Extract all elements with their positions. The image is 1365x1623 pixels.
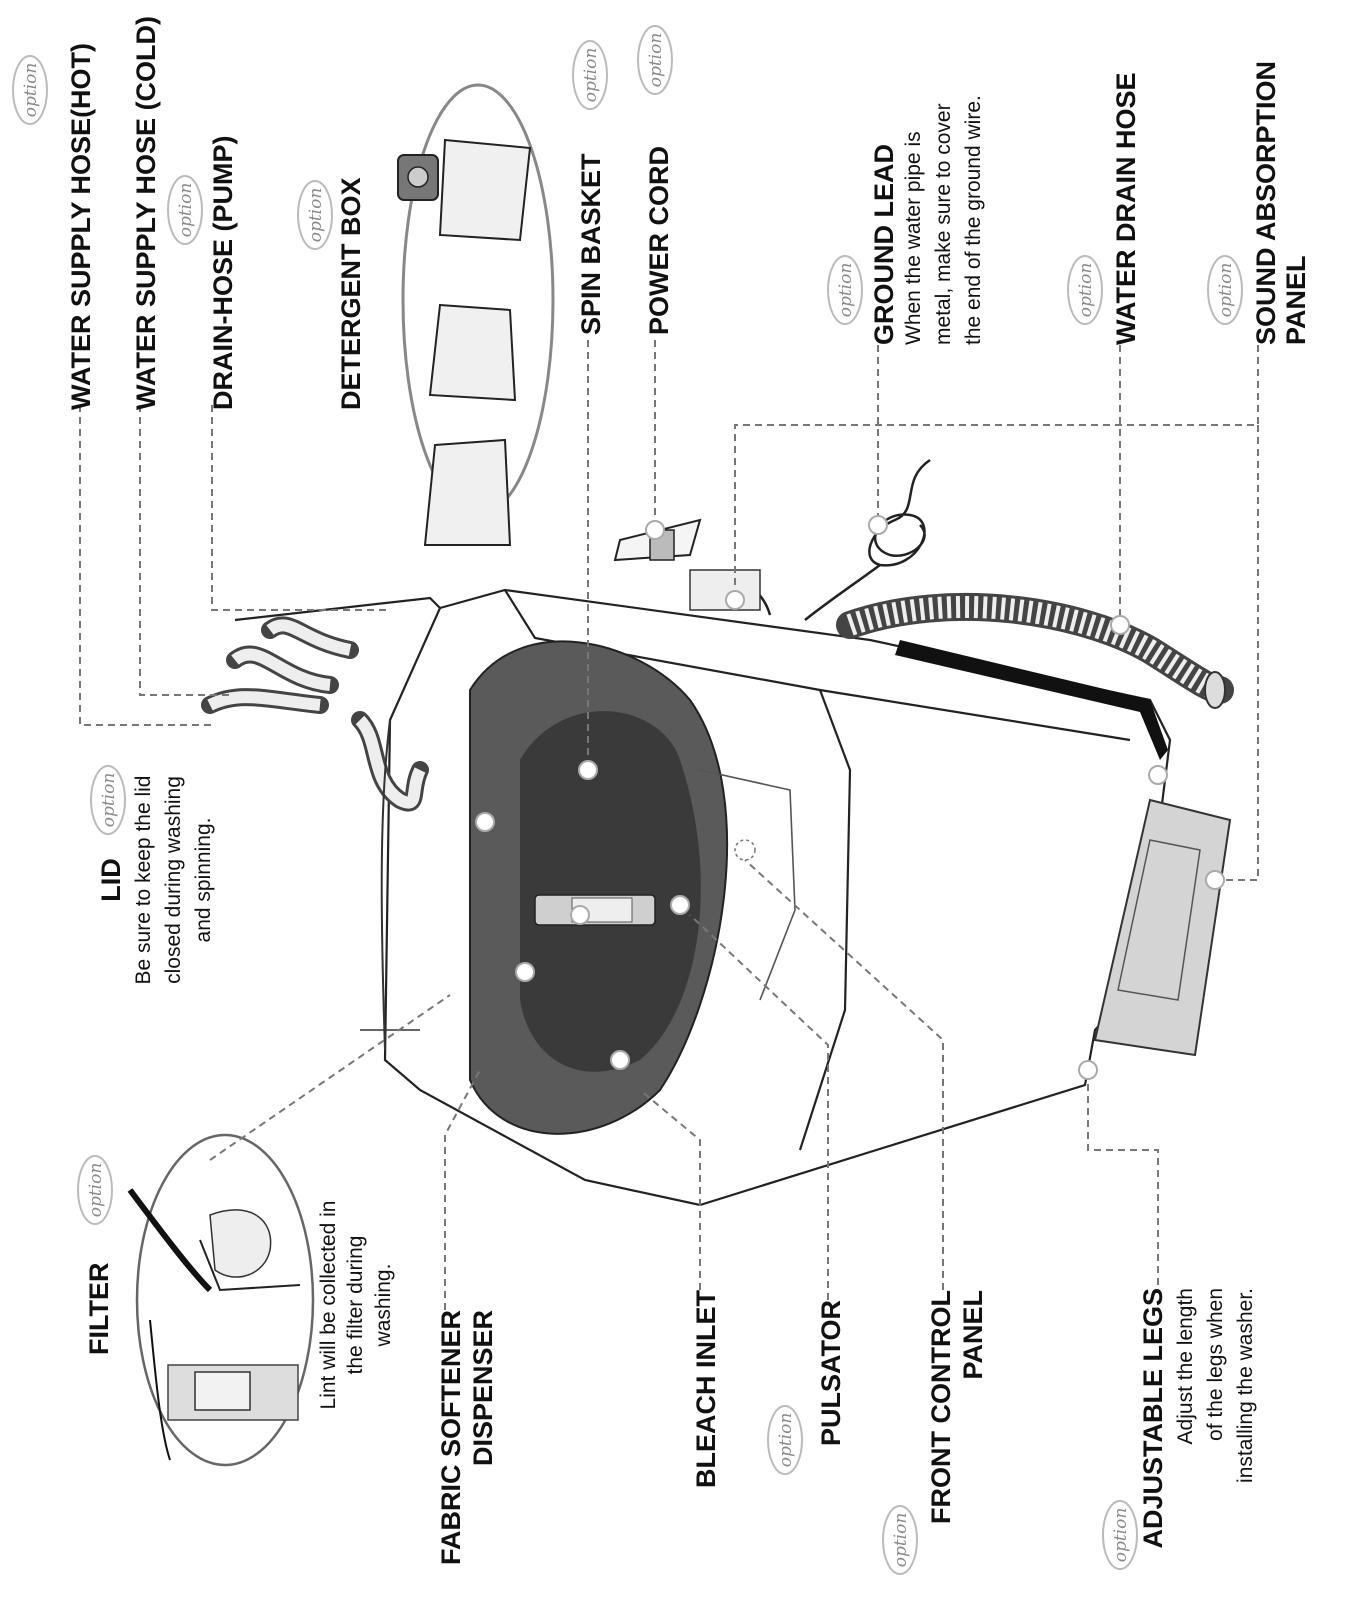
option-badge: option [1111, 1508, 1131, 1563]
option-badge: option [306, 188, 326, 243]
option-badge: option [836, 263, 856, 318]
option-badge: option [1216, 263, 1236, 318]
part-labels: WATER SUPPLY HOSE(HOT) WATER SUPPLY HOSE… [66, 16, 1311, 1565]
lid-desc-line3: and spinning. [192, 818, 215, 943]
detergent-box-inset [397, 83, 555, 546]
label-spin-basket: SPIN BASKET [576, 153, 606, 335]
adjustable-legs-desc-line1: Adjust the length [1174, 1288, 1197, 1444]
label-front-control-1: FRONT CONTROL [926, 1290, 956, 1524]
option-badges: option option option option option optio… [12, 25, 1243, 1575]
option-badge: option [646, 33, 666, 88]
label-sound-absorption-2: PANEL [1281, 255, 1311, 345]
option-badge: option [581, 48, 601, 103]
option-badge: option [176, 183, 196, 238]
filter-inset [127, 1133, 315, 1467]
option-badge: option [776, 1413, 796, 1468]
water-supply-hoses-shape [201, 616, 429, 812]
label-filter: FILTER [84, 1263, 114, 1355]
label-front-control-2: PANEL [958, 1290, 988, 1380]
label-power-cord: POWER CORD [644, 146, 674, 335]
front-control-panel-shape [699, 769, 796, 1001]
adjustable-legs-desc-line3: installing the washer. [1234, 1288, 1257, 1483]
leader-lines [79, 340, 1259, 1310]
label-pulsator: PULSATOR [816, 1300, 846, 1446]
lid-desc-line2: closed during washing [162, 776, 185, 984]
label-detergent-box: DETERGENT BOX [336, 177, 366, 410]
spin-basket [520, 711, 701, 1072]
ground-lead-shape [804, 458, 931, 621]
option-badge: option [1076, 263, 1096, 318]
filter-desc-line3: washing. [372, 1264, 395, 1348]
ground-lead-desc-line1: When the water pipe is [902, 131, 925, 345]
label-ground-lead: GROUND LEAD [869, 144, 899, 345]
label-water-drain-hose: WATER DRAIN HOSE [1111, 72, 1141, 345]
label-water-supply-cold: WATER SUPPLY HOSE (COLD) [131, 16, 161, 410]
lid-desc-line1: Be sure to keep the lid [132, 776, 155, 985]
label-drain-hose-pump: DRAIN-HOSE (PUMP) [208, 136, 238, 411]
ground-lead-desc-line2: metal, make sure to cover [932, 103, 955, 345]
label-sound-absorption-1: SOUND ABSORPTION [1251, 61, 1281, 345]
ground-lead-desc-line3: the end of the ground wire. [962, 95, 985, 345]
label-water-supply-hot: WATER SUPPLY HOSE(HOT) [66, 43, 96, 410]
option-badge: option [99, 773, 119, 828]
option-badge: option [86, 1163, 106, 1218]
label-fabric-softener-1: FABRIC SOFTENER [436, 1310, 466, 1565]
option-badge: option [21, 63, 41, 118]
filter-desc-line1: Lint will be collected in [317, 1201, 340, 1410]
sound-absorption-panel-shape [1093, 798, 1232, 1057]
label-adjustable-legs: ADJUSTABLE LEGS [1138, 1288, 1168, 1549]
label-bleach-inlet: BLEACH INLET [691, 1290, 721, 1488]
part-markers [475, 515, 1225, 1080]
water-drain-hose-shape [836, 593, 1234, 704]
filter-desc-line2: the filter during [344, 1236, 367, 1375]
label-lid: LID [96, 858, 126, 902]
option-badge: option [891, 1513, 911, 1568]
washer-illustration [201, 458, 1234, 1207]
adjustable-legs-desc-line2: of the legs when [1204, 1288, 1227, 1441]
label-fabric-softener-2: DISPENSER [468, 1310, 498, 1466]
